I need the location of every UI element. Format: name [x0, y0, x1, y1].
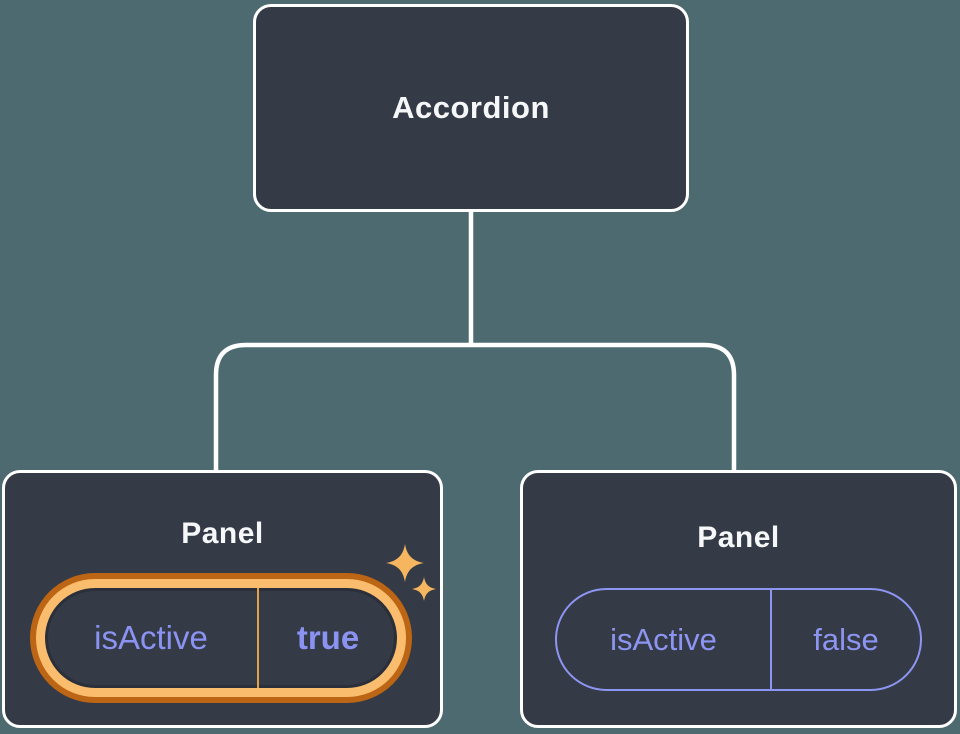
accordion-node: Accordion	[253, 4, 689, 212]
accordion-node-label: Accordion	[392, 90, 550, 125]
sparkle-icon-shape	[386, 544, 424, 582]
state-pill-inactive: isActive false	[555, 588, 922, 691]
panel-title: Panel	[181, 517, 264, 550]
rail-to-panels-line	[213, 342, 737, 472]
panel-title: Panel	[697, 521, 780, 554]
state-value-label: false	[813, 621, 879, 657]
pill-divider	[770, 590, 772, 689]
sparkle-icon	[386, 544, 424, 582]
state-key-label: isActive	[610, 621, 717, 657]
panel-node-active: Panel isActive true	[2, 470, 443, 728]
pill-divider	[257, 588, 259, 688]
panel-node-inactive: Panel isActive false	[520, 470, 957, 728]
sparkle-icon	[412, 577, 436, 601]
state-value-label: true	[296, 619, 360, 656]
sparkle-icon-shape	[412, 577, 436, 601]
state-key-label: isActive	[94, 619, 208, 656]
state-pill-active: isActive true	[36, 579, 406, 697]
